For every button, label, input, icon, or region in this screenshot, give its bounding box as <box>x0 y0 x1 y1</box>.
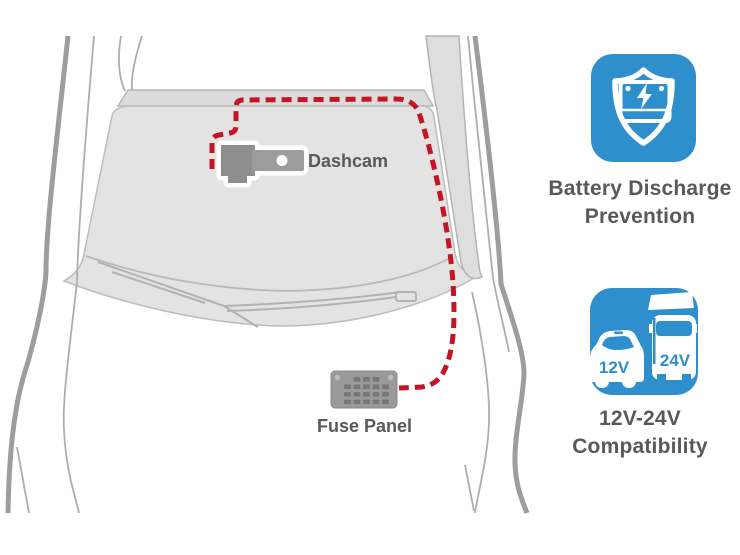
car-top-view-illustration <box>5 35 530 514</box>
car-truck-voltage-icon: 24V 12V <box>590 288 698 395</box>
wiper-blades <box>97 261 417 328</box>
dashcam-lens <box>276 155 288 166</box>
feature-title-line2: Compatibility <box>572 435 708 458</box>
dashcam-label: Dashcam <box>308 151 389 171</box>
windshield-bottom-edge <box>85 255 451 292</box>
fuse-panel-label: Fuse Panel <box>317 416 413 436</box>
feature-title-line2: Prevention <box>584 205 696 228</box>
power-cable-route <box>209 96 457 391</box>
windshield-glass <box>62 105 478 327</box>
truck-voltage-badge: 24V <box>660 351 691 370</box>
dashcam-device <box>216 140 309 188</box>
right-pillar-and-fender <box>425 35 530 514</box>
left-pillar-and-fender <box>5 35 143 514</box>
feature-title: Battery Discharge Prevention <box>538 175 740 231</box>
lightning-bolt-icon <box>637 83 652 109</box>
battery-shield-icon <box>591 54 696 162</box>
feature-title: 12V-24V Compatibility <box>538 405 740 461</box>
feature-title-line1: Battery Discharge <box>548 177 732 200</box>
right-pillar-fill <box>425 35 483 280</box>
feature-title-line1: 12V-24V <box>599 407 681 430</box>
car-voltage-badge: 12V <box>599 358 630 377</box>
truck-shape: 24V <box>648 292 697 380</box>
fuse-panel-device <box>330 370 398 409</box>
car-shape: 12V <box>590 330 644 388</box>
